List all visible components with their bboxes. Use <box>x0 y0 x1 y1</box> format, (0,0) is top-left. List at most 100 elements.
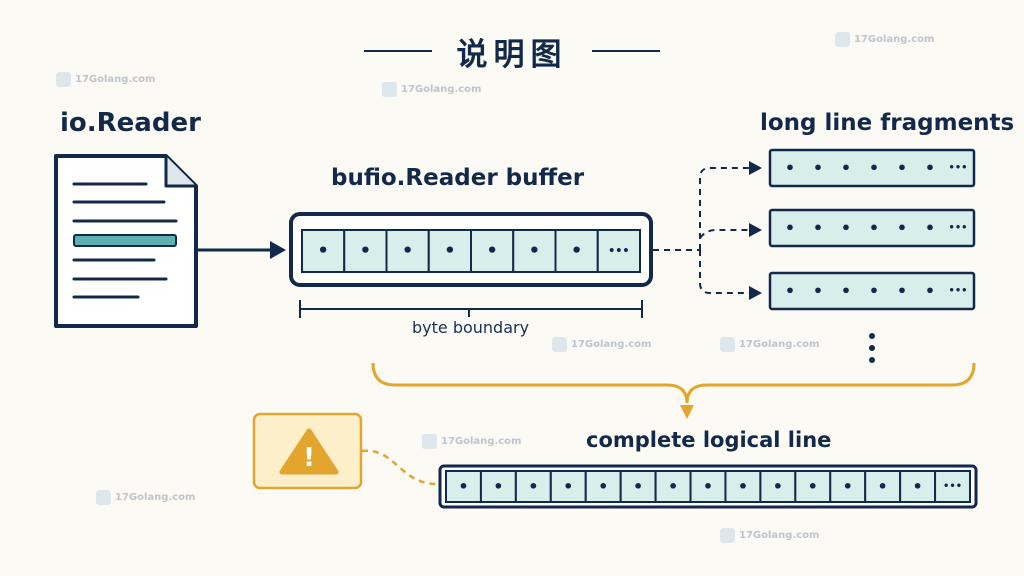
byte-dot: • <box>869 282 879 301</box>
merge-arrow-icon <box>680 405 694 419</box>
byte-dot: • <box>841 219 851 238</box>
byte-dot: • <box>813 219 823 238</box>
watermark-logo-icon <box>56 72 71 87</box>
byte-cell <box>794 470 832 503</box>
fragment-rows: ••••••••••••••••••••••••••• <box>768 148 976 311</box>
fragment-arrow-heads <box>749 161 762 300</box>
byte-cell <box>514 470 552 503</box>
fragment-connectors <box>653 167 750 294</box>
byte-dot: • <box>668 477 678 496</box>
byte-cell <box>445 470 482 503</box>
watermark: 17Golang.com <box>552 337 651 352</box>
watermark-text: 17Golang.com <box>441 436 522 447</box>
buffer-cells: •••••••••• <box>301 229 641 273</box>
fragment-row: ••••••••• <box>768 148 976 188</box>
byte-dot: • <box>528 477 538 496</box>
byte-dot: • <box>563 477 573 496</box>
watermark-text: 17Golang.com <box>854 34 935 45</box>
overflow-marker: ••• <box>949 286 968 297</box>
fragments-label: long line fragments <box>760 110 1015 136</box>
byte-dot: • <box>633 477 643 496</box>
byte-dot: • <box>317 241 329 262</box>
watermark-logo-icon <box>96 490 111 505</box>
overflow-marker: ••• <box>949 163 968 174</box>
document-icon <box>54 154 198 328</box>
byte-cell <box>427 229 472 273</box>
byte-dot: • <box>843 477 853 496</box>
watermark-logo-icon <box>835 32 850 47</box>
fragment-row: ••••••••• <box>768 208 976 248</box>
byte-dot: • <box>897 219 907 238</box>
byte-cell <box>584 470 622 503</box>
byte-dot: • <box>493 477 503 496</box>
byte-dot: • <box>785 219 795 238</box>
byte-dot: • <box>808 477 818 496</box>
byte-dot: • <box>869 159 879 178</box>
byte-dot: • <box>444 241 456 262</box>
watermark-logo-icon <box>382 82 397 97</box>
fragment-row: ••••••••• <box>768 271 976 311</box>
byte-dot: • <box>878 477 888 496</box>
byte-dot: • <box>869 219 879 238</box>
watermark-text: 17Golang.com <box>739 339 820 350</box>
fragment-box <box>768 148 976 188</box>
page-title: 说明图 <box>456 37 568 73</box>
watermark: 17Golang.com <box>56 72 155 87</box>
byte-cell <box>343 229 388 273</box>
byte-dot: • <box>897 282 907 301</box>
byte-cell <box>385 229 430 273</box>
byte-dot: • <box>925 159 935 178</box>
buffer-label: bufio.Reader buffer <box>331 165 585 191</box>
byte-dot: • <box>897 159 907 178</box>
byte-dot: • <box>529 241 541 262</box>
byte-dot: • <box>738 477 748 496</box>
watermark-logo-icon <box>422 434 437 449</box>
byte-cell <box>899 470 937 503</box>
logical-line-cells: ••••••••••••••••• <box>445 470 971 503</box>
watermark: 17Golang.com <box>422 434 521 449</box>
watermark-logo-icon <box>720 337 735 352</box>
byte-dot: • <box>813 159 823 178</box>
byte-cell <box>596 229 641 273</box>
byte-dot: • <box>813 282 823 301</box>
byte-dot: • <box>402 241 414 262</box>
warning-connector <box>361 449 441 486</box>
logical-line-label: complete logical line <box>586 428 832 452</box>
byte-dot: • <box>458 477 468 496</box>
byte-dot: • <box>841 282 851 301</box>
overflow-marker: ••• <box>949 223 968 234</box>
watermark-logo-icon <box>552 337 567 352</box>
byte-cell <box>554 229 599 273</box>
watermark-text: 17Golang.com <box>115 492 196 503</box>
arrow-head-icon <box>270 241 286 259</box>
watermark: 17Golang.com <box>382 82 481 97</box>
io-reader-label: io.Reader <box>60 108 201 138</box>
watermark: 17Golang.com <box>720 337 819 352</box>
byte-dot: • <box>703 477 713 496</box>
watermark: 17Golang.com <box>720 528 819 543</box>
byte-cell <box>829 470 867 503</box>
watermark-text: 17Golang.com <box>571 339 652 350</box>
fragment-box <box>768 208 976 248</box>
watermark-logo-icon <box>720 528 735 543</box>
highlighted-line <box>73 234 177 247</box>
warning-symbol: ! <box>303 443 315 473</box>
watermark-text: 17Golang.com <box>739 530 820 541</box>
byte-cell <box>934 470 971 503</box>
more-fragments-icon <box>869 333 875 363</box>
byte-dot: • <box>785 159 795 178</box>
byte-dot: • <box>841 159 851 178</box>
watermark-text: 17Golang.com <box>75 74 156 85</box>
byte-cell <box>549 470 587 503</box>
warning-icon <box>279 428 339 475</box>
byte-boundary-label: byte boundary <box>412 318 530 337</box>
overflow-marker: ••• <box>608 245 629 258</box>
watermark: 17Golang.com <box>96 490 195 505</box>
byte-dot: • <box>486 241 498 262</box>
watermark: 17Golang.com <box>835 32 934 47</box>
byte-dot: • <box>925 282 935 301</box>
overflow-marker: ••• <box>943 481 962 492</box>
byte-cell <box>864 470 902 503</box>
